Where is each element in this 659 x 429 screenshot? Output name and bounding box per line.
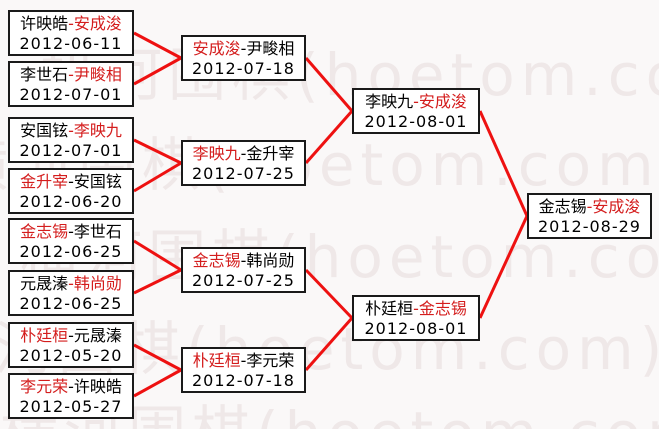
player2-name: 安成浚 [73, 14, 122, 33]
dash: - [413, 299, 419, 318]
player2-name: 李世石 [73, 222, 122, 241]
match-players: 金志锡-李世石 [10, 221, 132, 242]
player1-name: 安国铉 [20, 121, 69, 140]
match-date: 2012-05-27 [19, 397, 123, 416]
player1-name: 李世石 [20, 65, 69, 84]
dash: - [240, 351, 247, 370]
match-box-r1-3: 安国铉-李映九 2012-07-01 [8, 117, 134, 163]
player1-name: 李映九 [192, 144, 241, 163]
match-date: 2012-06-25 [19, 242, 123, 261]
dash: - [68, 377, 74, 396]
match-box-r1-7: 朴廷桓-元晟溱 2012-05-20 [8, 322, 134, 368]
match-box-r2-3: 金志锡-韩尚勋 2012-07-25 [181, 247, 306, 293]
match-date: 2012-06-25 [19, 294, 123, 313]
match-box-r2-1: 安成浚-尹畯相 2012-07-18 [181, 35, 306, 81]
match-box-sf-1: 李映九-安成浚 2012-08-01 [352, 88, 480, 134]
match-box-final: 金志锡-安成浚 2012-08-29 [527, 193, 652, 239]
dash: - [68, 65, 74, 84]
player2-name: 金升宰 [246, 144, 295, 163]
match-box-r1-2: 李世石-尹畯相 2012-07-01 [8, 61, 134, 107]
match-date: 2012-07-25 [192, 271, 295, 290]
match-date: 2012-06-11 [19, 34, 123, 53]
dash: - [68, 14, 74, 33]
dash: - [68, 172, 74, 191]
player2-name: 李元荣 [246, 351, 295, 370]
match-players: 许映皓-安成浚 [10, 13, 132, 34]
dash: - [68, 326, 74, 345]
match-box-r2-2: 李映九-金升宰 2012-07-25 [181, 140, 306, 186]
player1-name: 金志锡 [192, 251, 241, 270]
player2-name: 安国铉 [73, 172, 122, 191]
match-players: 安国铉-李映九 [10, 120, 132, 141]
match-date: 2012-08-29 [538, 217, 641, 236]
player2-name: 韩尚勋 [246, 251, 295, 270]
player2-name: 元晟溱 [73, 326, 122, 345]
player2-name: 韩尚勋 [73, 274, 122, 293]
player1-name: 朴廷桓 [192, 351, 241, 370]
dash: - [413, 92, 419, 111]
player1-name: 朴廷桓 [365, 299, 414, 318]
match-box-r1-4: 金升宰-安国铉 2012-06-20 [8, 168, 134, 214]
match-players: 朴廷桓-元晟溱 [10, 325, 132, 346]
match-date: 2012-07-01 [19, 85, 123, 104]
match-players: 安成浚-尹畯相 [183, 38, 304, 59]
match-players: 金志锡-安成浚 [529, 196, 650, 217]
dash: - [68, 222, 74, 241]
player2-name: 安成浚 [592, 197, 641, 216]
player2-name: 许映皓 [73, 377, 122, 396]
match-players: 李元荣-许映皓 [10, 376, 132, 397]
player2-name: 李映九 [73, 121, 122, 140]
player1-name: 朴廷桓 [20, 326, 69, 345]
player2-name: 安成浚 [418, 92, 467, 111]
match-box-sf-2: 朴廷桓-金志锡 2012-08-01 [352, 295, 480, 341]
match-date: 2012-07-25 [192, 164, 295, 183]
match-players: 李映九-安成浚 [354, 91, 478, 112]
dash: - [68, 121, 74, 140]
match-date: 2012-07-18 [192, 371, 295, 390]
match-players: 朴廷桓-李元荣 [183, 350, 304, 371]
match-date: 2012-06-20 [19, 192, 123, 211]
match-players: 李映九-金升宰 [183, 143, 304, 164]
player2-name: 金志锡 [418, 299, 467, 318]
match-box-r1-6: 元晟溱-韩尚勋 2012-06-25 [8, 270, 134, 316]
player1-name: 金升宰 [20, 172, 69, 191]
match-players: 金升宰-安国铉 [10, 171, 132, 192]
dash: - [240, 39, 247, 58]
player1-name: 许映皓 [20, 14, 69, 33]
player1-name: 金志锡 [538, 197, 587, 216]
match-date: 2012-07-18 [192, 59, 295, 78]
player1-name: 金志锡 [20, 222, 69, 241]
match-players: 朴廷桓-金志锡 [354, 298, 478, 319]
player1-name: 李映九 [365, 92, 414, 111]
dash: - [240, 144, 247, 163]
dash: - [586, 197, 593, 216]
player1-name: 元晟溱 [20, 274, 69, 293]
player1-name: 安成浚 [192, 39, 241, 58]
match-players: 元晟溱-韩尚勋 [10, 273, 132, 294]
player2-name: 尹畯相 [73, 65, 122, 84]
match-date: 2012-07-01 [19, 141, 123, 160]
match-date: 2012-05-20 [19, 346, 123, 365]
match-box-r2-4: 朴廷桓-李元荣 2012-07-18 [181, 347, 306, 393]
match-box-r1-1: 许映皓-安成浚 2012-06-11 [8, 10, 134, 56]
dash: - [240, 251, 247, 270]
dash: - [68, 274, 74, 293]
player2-name: 尹畯相 [246, 39, 295, 58]
match-box-r1-5: 金志锡-李世石 2012-06-25 [8, 218, 134, 264]
match-players: 李世石-尹畯相 [10, 64, 132, 85]
match-players: 金志锡-韩尚勋 [183, 250, 304, 271]
match-box-r1-8: 李元荣-许映皓 2012-05-27 [8, 373, 134, 419]
match-date: 2012-08-01 [364, 319, 468, 338]
player1-name: 李元荣 [20, 377, 69, 396]
match-date: 2012-08-01 [364, 112, 468, 131]
